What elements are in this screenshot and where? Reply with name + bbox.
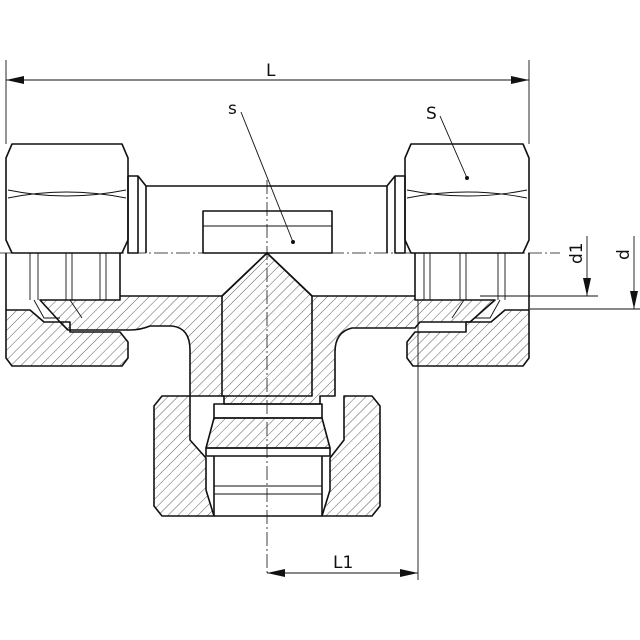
right-neck-ring [394, 175, 406, 254]
label-s: s [228, 99, 237, 119]
dimension-label-d: d [614, 249, 634, 260]
left-neck-ring [127, 175, 139, 254]
dimension-label-L1: L1 [333, 553, 353, 573]
dimension-d1: d1 [480, 236, 598, 297]
bottom-cutting-ring [205, 403, 331, 517]
label-S: S [426, 104, 437, 124]
body-top [137, 175, 396, 254]
upper-exterior-view [5, 143, 530, 254]
left-bore [5, 253, 121, 319]
right-bore [414, 253, 530, 319]
lower-section-view [5, 252, 530, 517]
leader-S: S [426, 104, 469, 180]
branch-bore [221, 252, 313, 397]
dimension-L1: L1 [267, 300, 419, 580]
leader-s: s [228, 99, 295, 244]
right-nut-section [406, 309, 530, 367]
bottom-nut-section-right [321, 395, 381, 517]
left-hex-nut [5, 143, 129, 254]
dimension-label-L: L [266, 61, 276, 81]
left-nut-section [5, 309, 129, 367]
right-hex-nut [404, 143, 530, 254]
bottom-nut-section [153, 395, 215, 517]
dimension-label-d1: d1 [567, 242, 587, 264]
dimension-L: L [5, 60, 530, 144]
dimension-d: d [530, 236, 640, 310]
body-section [39, 252, 496, 405]
